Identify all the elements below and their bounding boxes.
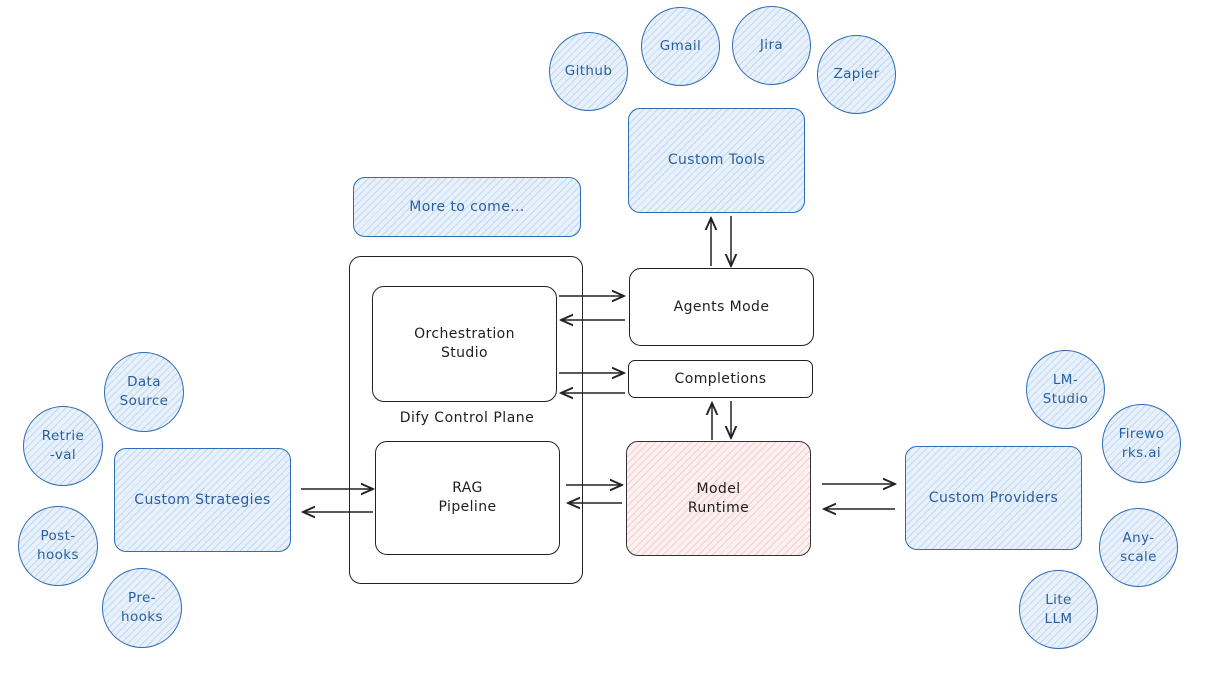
tool-zapier-node: Zapier — [817, 35, 896, 114]
rag-pipeline-node: RAG Pipeline — [375, 441, 560, 555]
tool-jira-node: Jira — [732, 6, 811, 85]
provider-lm-studio-node: LM- Studio — [1026, 350, 1105, 429]
model-runtime-node: Model Runtime — [626, 441, 811, 556]
control-plane-label: Dify Control Plane — [399, 410, 535, 426]
custom-tools-node: Custom Tools — [628, 108, 805, 213]
control-plane-container — [349, 256, 583, 584]
completions-node: Completions — [628, 360, 813, 398]
more-to-come-node: More to come... — [353, 177, 581, 237]
orchestration-studio-node: Orchestration Studio — [372, 286, 557, 402]
custom-strategies-node: Custom Strategies — [114, 448, 291, 552]
strategy-retrieval-node: Retrie -val — [23, 406, 103, 486]
provider-anyscale-node: Any- scale — [1099, 508, 1178, 587]
strategy-post-hooks-node: Post- hooks — [18, 506, 98, 586]
provider-fireworks-node: Firewo rks.ai — [1102, 404, 1181, 483]
provider-lite-llm-node: Lite LLM — [1019, 570, 1098, 649]
custom-providers-node: Custom Providers — [905, 446, 1082, 550]
strategy-pre-hooks-node: Pre- hooks — [102, 568, 182, 648]
tool-gmail-node: Gmail — [641, 7, 720, 86]
agents-mode-node: Agents Mode — [629, 268, 814, 346]
strategy-data-source-node: Data Source — [104, 352, 184, 432]
tool-github-node: Github — [549, 32, 628, 111]
